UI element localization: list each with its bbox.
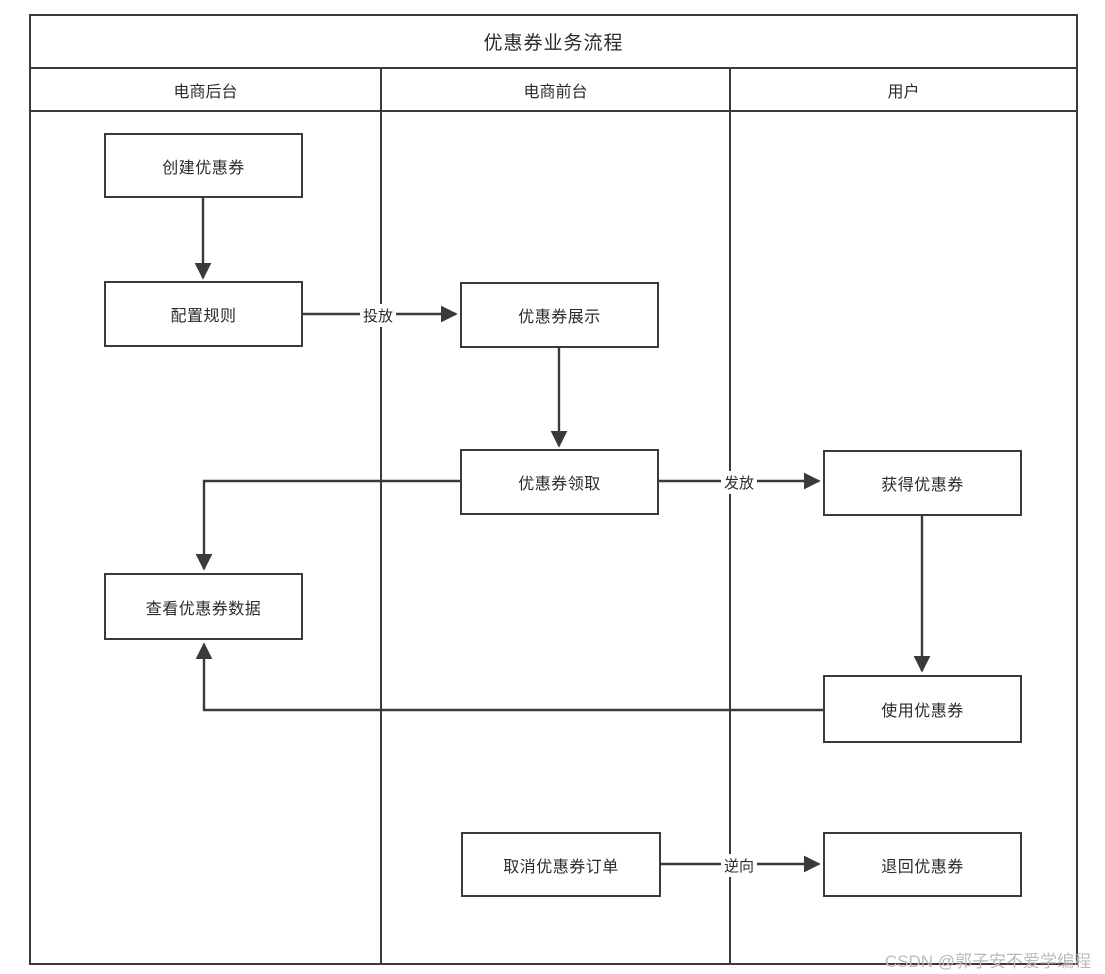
node-return-coupon[interactable]: 退回优惠券: [823, 832, 1022, 897]
node-config-rule[interactable]: 配置规则: [104, 281, 303, 347]
lane-label-backend: 电商后台: [173, 83, 238, 101]
node-use-coupon[interactable]: 使用优惠券: [823, 675, 1022, 743]
node-coupon-claim[interactable]: 优惠券领取: [460, 449, 659, 515]
edge-label-fafang: 发放: [721, 471, 758, 494]
edge-label-toufang: 投放: [360, 304, 397, 327]
node-create-coupon[interactable]: 创建优惠券: [104, 133, 303, 198]
lane-header-frontend: 电商前台: [382, 69, 731, 110]
lane-label-frontend: 电商前台: [523, 83, 588, 101]
diagram-title: 优惠券业务流程: [483, 33, 624, 54]
lane-divider-frontend-user: [729, 112, 731, 963]
lane-header-user: 用户: [731, 69, 1076, 110]
node-label-get-coupon: 获得优惠券: [881, 477, 964, 494]
edge-label-nixiang: 逆向: [721, 854, 758, 877]
node-label-return-coupon: 退回优惠券: [881, 858, 964, 876]
node-label-use-coupon: 使用优惠券: [881, 703, 964, 720]
node-label-config-rule: 配置规则: [170, 308, 237, 325]
node-label-coupon-claim: 优惠券领取: [518, 476, 601, 493]
node-label-create-coupon: 创建优惠券: [162, 159, 245, 177]
lane-divider-backend-frontend: [380, 112, 382, 963]
watermark-text: CSDN @郭子安不爱学编程: [884, 952, 1091, 971]
node-get-coupon[interactable]: 获得优惠券: [823, 450, 1022, 516]
diagram-title-bar: 优惠券业务流程: [31, 16, 1076, 69]
node-label-cancel-order: 取消优惠券订单: [503, 858, 619, 876]
node-coupon-display[interactable]: 优惠券展示: [460, 282, 659, 348]
lane-header-backend: 电商后台: [31, 69, 382, 110]
node-label-view-coupon-data: 查看优惠券数据: [145, 600, 262, 618]
node-cancel-order[interactable]: 取消优惠券订单: [461, 832, 661, 897]
node-label-coupon-display: 优惠券展示: [518, 309, 601, 326]
lane-header-row: 电商后台 电商前台 用户: [31, 69, 1076, 112]
lane-label-user: 用户: [887, 83, 920, 101]
node-view-coupon-data[interactable]: 查看优惠券数据: [104, 573, 303, 640]
